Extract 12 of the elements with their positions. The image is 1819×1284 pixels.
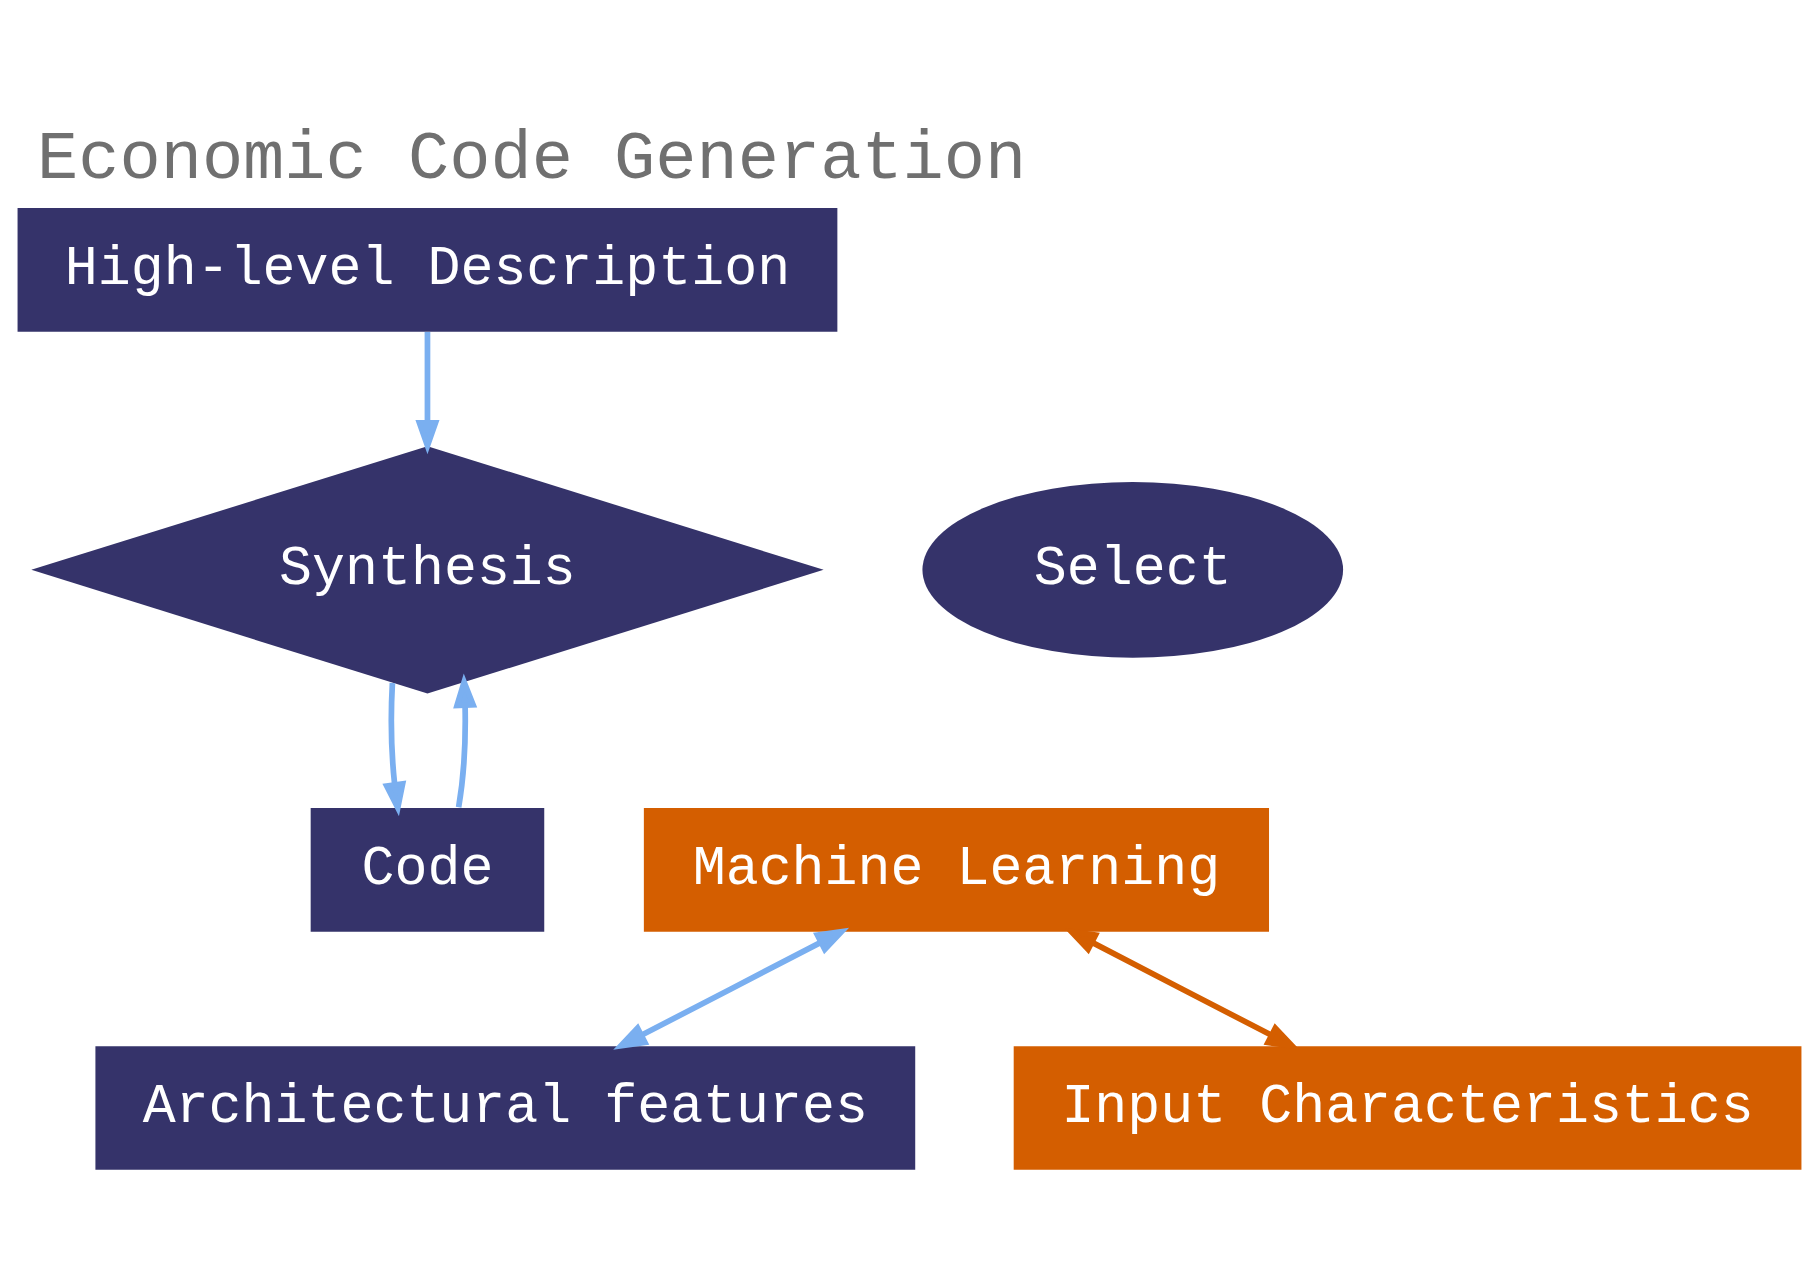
arrow [382,682,407,817]
node-box: High-level Description [17,208,838,332]
node-box: Machine Learning [643,808,1270,932]
arrow [613,927,850,1050]
arrow [415,331,440,455]
node-box: Input Characteristics [1013,1046,1802,1170]
node-box: Code [310,808,545,932]
node-ellipse: Select [922,482,1344,658]
node-box: Architectural features [95,1046,916,1170]
node-diamond: Synthesis [31,446,824,694]
diagram-title: Economic Code Generation [37,121,1027,200]
arrow [453,673,478,808]
